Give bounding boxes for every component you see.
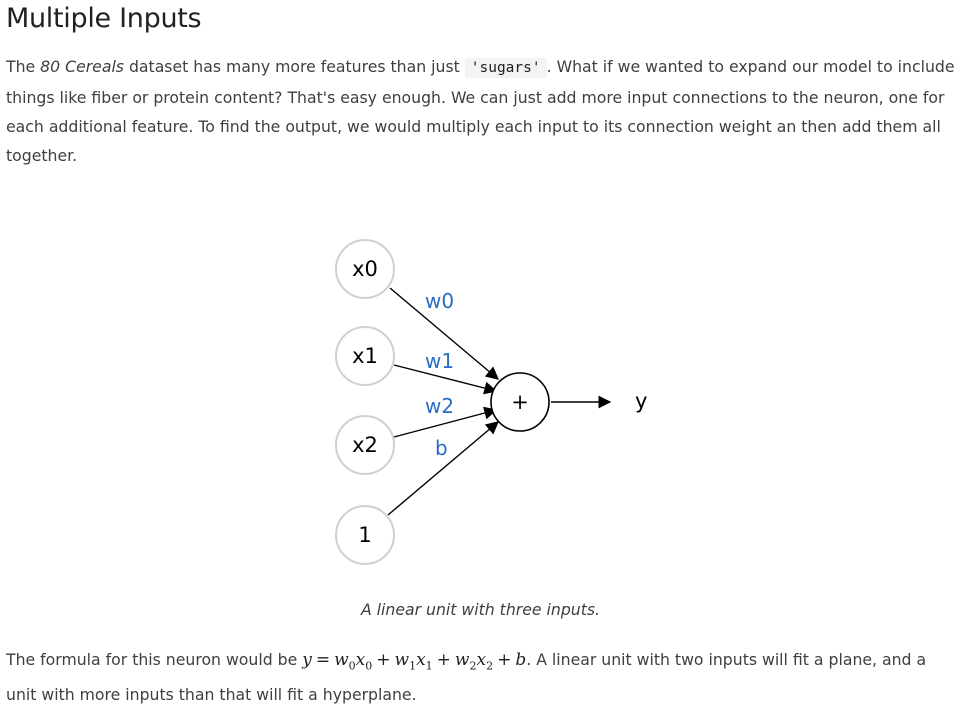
output-label: y (635, 389, 647, 413)
input-label-bias: 1 (358, 523, 371, 547)
intro-text-3: . What if we wanted to expand our model … (6, 57, 955, 165)
weight-label-w2: w2 (425, 394, 454, 418)
input-node-bias: 1 (335, 505, 395, 565)
formula-b: b (515, 650, 527, 670)
formula-w2: w (454, 650, 470, 670)
formula-text-after: . A linear unit with two inputs will fit… (6, 650, 927, 705)
formula-eq: = (315, 650, 331, 670)
sugars-code: 'sugars' (464, 58, 547, 78)
dataset-name: 80 Cereals (40, 57, 124, 76)
edge-bias (387, 421, 499, 516)
formula-x0: x (355, 650, 366, 670)
formula-w0: w (334, 650, 349, 670)
formula-y: y (302, 650, 312, 670)
formula-x1-sub: 1 (425, 659, 433, 673)
formula-x0-sub: 0 (365, 659, 373, 673)
formula-plus-3: + (497, 650, 512, 670)
formula-x1: x (416, 650, 426, 670)
input-label-x1: x1 (352, 344, 378, 368)
weight-label-b: b (435, 436, 448, 460)
formula-w2-sub: 2 (469, 659, 477, 673)
formula-plus-1: + (376, 650, 391, 670)
input-node-x2: x2 (335, 415, 395, 475)
intro-text-1: The (6, 57, 41, 76)
intro-paragraph: The 80 Cereals dataset has many more fea… (6, 52, 956, 170)
input-node-x0: x0 (335, 239, 395, 299)
formula-paragraph: The formula for this neuron would be y=w… (6, 645, 956, 709)
sum-node: + (490, 372, 550, 432)
neuron-formula: y=w0x0+w1x1+w2x2+b (302, 650, 527, 673)
weight-label-w0: w0 (425, 289, 454, 313)
edge-x1 (393, 364, 498, 395)
figure-caption: A linear unit with three inputs. (360, 600, 601, 619)
edge-x0 (389, 287, 499, 380)
section-heading: Multiple Inputs (6, 3, 202, 34)
linear-unit-diagram: x0 x1 x2 1 w0 w1 w2 b + y (335, 239, 647, 565)
formula-plus-2: + (436, 650, 451, 670)
intro-text-2: dataset has many more features than just (123, 57, 465, 76)
edge-x2 (393, 406, 498, 438)
sum-symbol: + (511, 390, 529, 414)
formula-x2-sub: 2 (486, 659, 494, 673)
formula-w1: w (394, 650, 410, 670)
formula-x2: x (476, 650, 487, 670)
input-label-x2: x2 (352, 433, 378, 457)
formula-text-before: The formula for this neuron would be (6, 650, 303, 669)
input-node-x1: x1 (335, 326, 395, 386)
formula-w0-sub: 0 (348, 659, 356, 673)
input-label-x0: x0 (352, 257, 378, 281)
formula-w1-sub: 1 (409, 659, 417, 673)
weight-label-w1: w1 (425, 349, 454, 373)
